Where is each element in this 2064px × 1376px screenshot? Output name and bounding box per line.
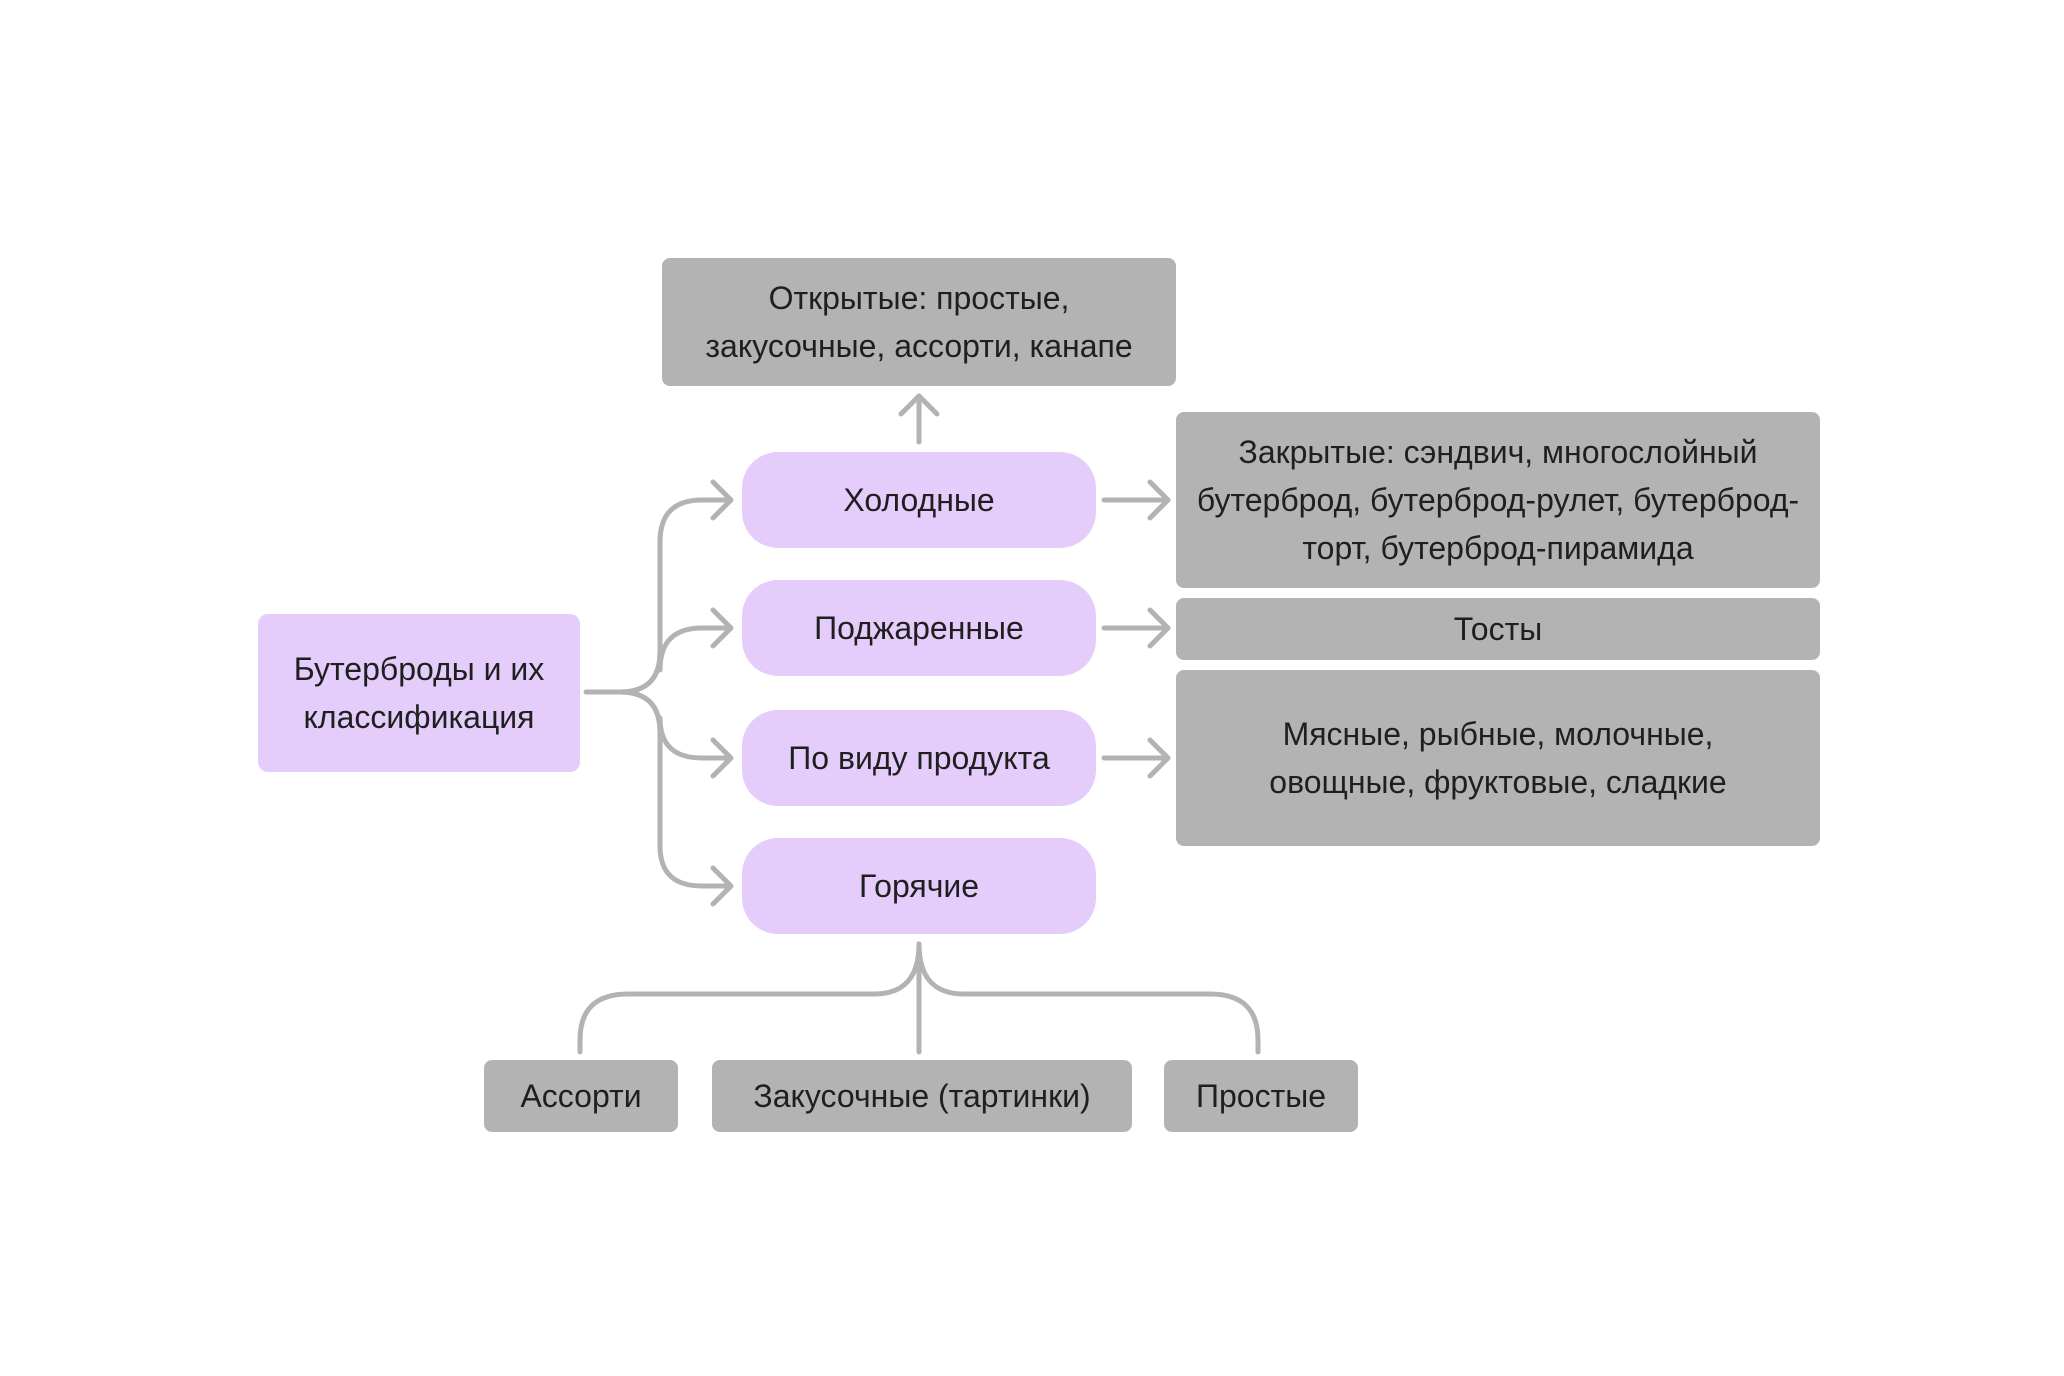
leaf-simple: Простые [1164, 1060, 1358, 1132]
category-by-product: По виду продукта [742, 710, 1096, 806]
connector-hot-to-assorted [577, 941, 922, 1055]
connector-root-to-cold [617, 497, 733, 695]
arrowhead-products [1147, 737, 1171, 779]
root-label: Бутерброды и их классификация [293, 651, 545, 735]
category-hot: Горячие [742, 838, 1096, 934]
leaf-assorted: Ассорти [484, 1060, 678, 1132]
arrowhead-hot [710, 865, 734, 907]
connector-hot-to-simple [916, 941, 1261, 1055]
leaf-open-label: Открытые: простые, закусочные, ассорти, … [705, 280, 1133, 364]
arrowhead-toasts [1147, 607, 1171, 649]
arrowhead-open [898, 393, 940, 417]
connector-root-to-toasted [617, 625, 733, 695]
connector-root-to-hot [617, 689, 733, 889]
leaf-snack: Закусочные (тартинки) [712, 1060, 1132, 1132]
arrowhead-cold [710, 479, 734, 521]
arrowhead-by-product [710, 737, 734, 779]
leaf-open: Открытые: простые, закусочные, ассорти, … [662, 258, 1176, 386]
arrowhead-closed [1147, 479, 1171, 521]
leaf-toasts: Тосты [1176, 598, 1820, 660]
leaf-toasts-label: Тосты [1453, 611, 1543, 647]
root-node: Бутерброды и их классификация [258, 614, 580, 772]
arrowhead-toasted [710, 607, 734, 649]
category-toasted: Поджаренные [742, 580, 1096, 676]
connector-root-to-by-product [617, 689, 733, 761]
category-by-product-label: По виду продукта [788, 740, 1050, 776]
leaf-products: Мясные, рыбные, молочные, овощные, фрукт… [1176, 670, 1820, 846]
leaf-closed: Закрытые: сэндвич, многослойный бутербро… [1176, 412, 1820, 588]
category-toasted-label: Поджаренные [814, 610, 1024, 646]
leaf-assorted-label: Ассорти [520, 1078, 642, 1114]
leaf-products-label: Мясные, рыбные, молочные, овощные, фрукт… [1269, 716, 1727, 800]
category-cold: Холодные [742, 452, 1096, 548]
leaf-simple-label: Простые [1195, 1078, 1327, 1114]
leaf-closed-label: Закрытые: сэндвич, многослойный бутербро… [1196, 434, 1800, 566]
leaf-snack-label: Закусочные (тартинки) [753, 1078, 1091, 1114]
category-hot-label: Горячие [858, 868, 980, 904]
category-cold-label: Холодные [843, 482, 995, 518]
